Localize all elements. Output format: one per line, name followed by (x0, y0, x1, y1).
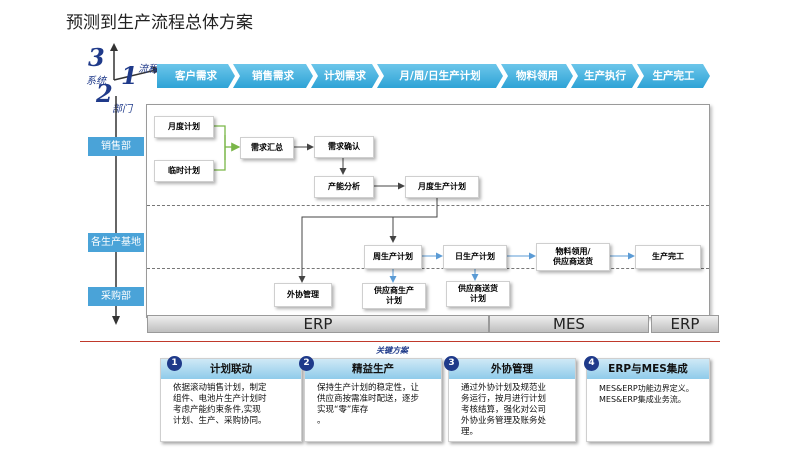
swimlane-divider (147, 205, 709, 206)
card-1-line: 组件、电池片生产计划时 (173, 394, 267, 404)
card-2-line: 。 (317, 416, 326, 426)
box-demand-summary: 需求汇总 (240, 137, 294, 159)
swimlane-divider (147, 268, 709, 269)
axis-dept-label: 部门 (112, 104, 132, 115)
card-4-line: MES&ERP功能边界定义。 (599, 384, 694, 393)
box-supplier-production-plan: 供应商生产 计划 (362, 283, 426, 309)
process-step-material-issue: 物料领用 (501, 64, 573, 88)
card-3-title: 外协管理 (449, 359, 575, 379)
box-capacity-analysis: 产能分析 (314, 176, 374, 198)
card-3-line: 通过外协计划及规范业 (461, 383, 547, 393)
card-1-line: 依据滚动销售计划，制定 (173, 383, 267, 393)
box-daily-plan: 日生产计划 (443, 245, 507, 269)
axis-arrows (110, 43, 161, 81)
card-3-number: 3 (444, 356, 459, 371)
card-2-line: 保持生产计划的稳定性，让 (317, 383, 420, 393)
box-demand-confirm: 需求确认 (314, 136, 374, 158)
card-2-line: 供应商按需准时配送，逐步 (317, 394, 420, 404)
process-step-bar: 客户需求 销售需求 计划需求 月/周/日生产计划 物料领用 生产执行 生产完工 (157, 64, 710, 88)
card-2-number: 2 (299, 356, 314, 371)
system-bar-mes: MES (489, 315, 649, 333)
section-divider (80, 341, 720, 342)
process-step-production-complete: 生产完工 (637, 64, 710, 88)
process-step-sales-demand: 销售需求 (233, 64, 313, 88)
dept-axis-arrow (112, 96, 120, 325)
box-supplier-delivery-line1: 供应商送货 (458, 284, 498, 293)
key-card-plan-linkage: 计划联动 依据滚动销售计划，制定 组件、电池片生产计划时 考虑产能约束条件,实现… (160, 358, 302, 442)
box-supplier-production-line2: 计划 (386, 296, 402, 305)
key-card-erp-mes-integration: ERP与MES集成 MES&ERP功能边界定义。 MES&ERP集成业务流。 (586, 358, 710, 442)
system-bar-erp-2: ERP (651, 315, 719, 333)
card-1-line: 计划、生产、采购协同。 (173, 416, 267, 426)
process-step-customer-demand: 客户需求 (157, 64, 235, 88)
card-3-line: 理。 (461, 427, 479, 437)
axis-process-number: 1 (121, 61, 138, 90)
box-material-supply-line2: 供应商送货 (553, 257, 593, 266)
dept-sales: 销售部 (88, 137, 144, 156)
card-3-body: 通过外协计划及规范业 务运行，按月进行计划 考核结算，强化对公司 外协业务管理及… (461, 383, 567, 438)
box-weekly-plan: 周生产计划 (364, 245, 422, 269)
process-step-production-plan: 月/周/日生产计划 (377, 64, 503, 88)
box-material-supply-line1: 物料领用/ (555, 247, 591, 256)
page-title: 预测到生产流程总体方案 (66, 13, 253, 33)
box-temp-plan: 临时计划 (154, 160, 214, 182)
box-monthly-plan: 月度计划 (154, 116, 214, 138)
card-3-line: 考核结算，强化对公司 (461, 405, 547, 415)
card-1-line: 考虑产能约束条件,实现 (173, 405, 261, 415)
dept-purchasing: 采购部 (88, 287, 144, 306)
axis-system-label: 系统 (86, 76, 106, 87)
process-step-plan-demand: 计划需求 (311, 64, 379, 88)
card-2-line: 实现“零”库存 (317, 405, 369, 415)
card-4-title: ERP与MES集成 (587, 359, 709, 379)
box-supplier-delivery-line2: 计划 (470, 294, 486, 303)
axis-dept-number: 2 (96, 79, 113, 108)
card-2-body: 保持生产计划的稳定性，让 供应商按需准时配送，逐步 实现“零”库存 。 (317, 383, 433, 427)
box-outsourcing: 外协管理 (274, 283, 332, 307)
axis-system-number: 3 (88, 43, 105, 72)
card-1-body: 依据滚动销售计划，制定 组件、电池片生产计划时 考虑产能约束条件,实现 计划、生… (173, 383, 293, 427)
box-material-supply: 物料领用/ 供应商送货 (536, 243, 610, 271)
axis-process-label: 流程 (138, 64, 158, 75)
dept-production-base: 各生产基地 (88, 233, 144, 252)
card-2-title: 精益生产 (305, 359, 441, 379)
card-1-number: 1 (167, 356, 182, 371)
card-1-title: 计划联动 (161, 359, 301, 379)
card-4-number: 4 (584, 356, 599, 371)
key-card-lean-production: 精益生产 保持生产计划的稳定性，让 供应商按需准时配送，逐步 实现“零”库存 。 (304, 358, 442, 442)
card-4-line: MES&ERP集成业务流。 (599, 395, 686, 404)
card-3-line: 务运行，按月进行计划 (461, 394, 547, 404)
system-bar-erp: ERP (147, 315, 489, 333)
key-card-outsourcing: 外协管理 通过外协计划及规范业 务运行，按月进行计划 考核结算，强化对公司 外协… (448, 358, 576, 442)
box-supplier-production-line1: 供应商生产 (374, 286, 414, 295)
card-4-body: MES&ERP功能边界定义。 MES&ERP集成业务流。 (599, 383, 701, 405)
card-3-line: 外协业务管理及账务处 (461, 416, 547, 426)
box-supplier-delivery-plan: 供应商送货 计划 (446, 281, 510, 307)
process-step-production-exec: 生产执行 (571, 64, 639, 88)
box-production-complete: 生产完工 (635, 245, 701, 269)
key-solutions-title: 关键方案 (376, 346, 408, 355)
box-monthly-production-plan: 月度生产计划 (405, 176, 479, 198)
